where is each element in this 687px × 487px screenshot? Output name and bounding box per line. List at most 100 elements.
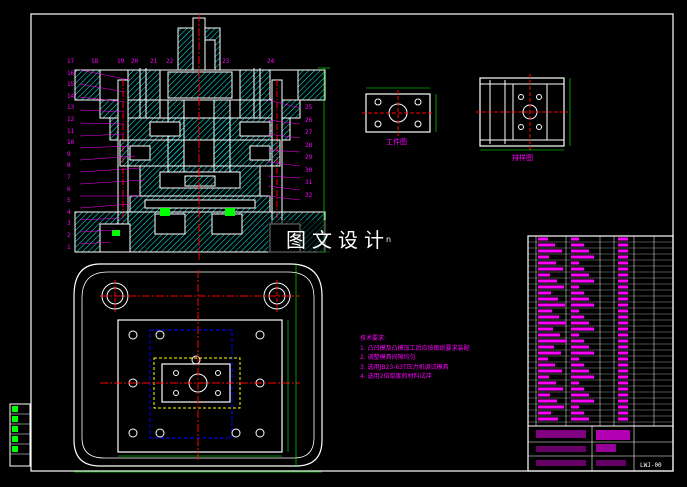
table-cell-text (571, 363, 584, 367)
table-cell-text (618, 369, 628, 373)
part-number-label: 15 (67, 81, 75, 89)
technical-note-item: 2. 调整模具间隙均匀 (360, 354, 416, 361)
table-cell-text (571, 243, 584, 247)
table-cell-text (538, 333, 560, 337)
parts-list-table (527, 235, 674, 472)
table-cell-text (538, 303, 565, 307)
part-number-label: 5 (67, 197, 71, 205)
table-cell-text (571, 315, 584, 319)
table-cell-text (618, 381, 628, 385)
table-cell-text (538, 375, 549, 379)
part-number-label: 28 (305, 141, 313, 149)
table-cell-text (538, 357, 548, 361)
part-number-label: 30 (305, 166, 313, 174)
part-number-label: 22 (166, 58, 174, 65)
table-cell-text (538, 237, 548, 241)
table-cell-text (538, 345, 554, 349)
table-cell-text (571, 351, 594, 355)
table-cell-text (618, 405, 628, 409)
table-cell-text (571, 255, 594, 259)
table-cell-text (538, 315, 559, 319)
table-cell-text (618, 291, 628, 295)
table-cell-text (538, 363, 555, 367)
die-plan-view (73, 263, 323, 473)
table-cell-text (571, 393, 589, 397)
table-cell-text (618, 237, 628, 241)
part-number-label: 6 (67, 185, 71, 193)
die-section-view (74, 14, 330, 260)
table-cell-text (538, 309, 552, 313)
table-cell-text (538, 291, 551, 295)
table-cell-text (538, 417, 558, 421)
table-cell-text (538, 261, 556, 265)
table-cell-text (538, 279, 557, 283)
part-number-label: 4 (67, 208, 71, 216)
table-cell-text (571, 405, 579, 409)
table-cell-text (618, 327, 628, 331)
part-number-label: 19 (117, 58, 125, 65)
technical-notes-title: 技术要求: (360, 335, 387, 342)
part-number-label: 27 (305, 129, 313, 136)
table-cell-text (618, 411, 628, 415)
part-number-label: 11 (67, 127, 75, 135)
part-number-label: 13 (67, 104, 75, 112)
table-cell-text (538, 399, 557, 403)
technical-note-item: 1. 凸凹模及凸模加工后应按图纸要求装配 (360, 344, 470, 352)
table-cell-text (618, 345, 628, 349)
table-cell-text (538, 273, 550, 277)
table-cell-text (571, 285, 579, 289)
table-cell-text (538, 321, 566, 325)
table-cell-text (618, 387, 628, 391)
table-cell-text (571, 327, 594, 331)
table-cell-text (571, 387, 584, 391)
table-cell-text (618, 255, 628, 259)
part-number-label: 25 (305, 104, 313, 111)
table-cell-text (571, 339, 584, 343)
table-cell-text (538, 351, 561, 355)
table-cell-text (618, 339, 628, 343)
table-cell-text (618, 417, 628, 421)
technical-notes: 技术要求: 1. 凸凹模及凸模加工后应按图纸要求装配 2. 调整模具间隙均匀 3… (360, 334, 470, 382)
table-cell-text (618, 357, 628, 361)
workpiece-view (362, 87, 437, 136)
part-number-label: 31 (305, 179, 313, 186)
part-number-label: 23 (222, 58, 230, 65)
watermark-text: 图文设计 (286, 228, 390, 252)
table-cell-text (571, 273, 589, 277)
table-cell-text (618, 393, 628, 397)
table-cell-text (618, 309, 628, 313)
table-cell-text (571, 417, 589, 421)
part-number-label: 2 (67, 232, 71, 239)
table-cell-text (571, 345, 589, 349)
table-cell-text (618, 399, 628, 403)
table-cell-text (538, 381, 556, 385)
table-cell-text (618, 333, 628, 337)
table-cell-text (538, 249, 562, 253)
table-cell-text (538, 387, 563, 391)
table-cell-text (571, 369, 589, 373)
technical-note-item: 4. 选用2倍厚度的材料试冲 (360, 373, 432, 380)
table-cell-text (538, 243, 555, 247)
part-number-label: 16 (67, 69, 75, 77)
part-number-label: 12 (67, 116, 75, 123)
table-cell-text (538, 411, 551, 415)
part-number-label: 29 (305, 154, 313, 161)
part-number-label: 14 (67, 92, 75, 100)
table-cell-text (538, 297, 558, 301)
table-cell-text (618, 261, 628, 265)
table-cell-text (618, 315, 628, 319)
part-number-label: 17 (67, 58, 75, 65)
table-cell-text (538, 327, 553, 331)
part-number-label: 24 (267, 58, 275, 65)
table-cell-text (571, 411, 584, 415)
table-cell-text (538, 285, 564, 289)
strip-layout-view (476, 74, 571, 151)
part-number-label: 7 (67, 174, 71, 181)
table-cell-text (618, 321, 628, 325)
watermark-logo: 图文设计n (268, 220, 420, 260)
part-number-label: 18 (91, 58, 99, 65)
part-number-label: 1 (67, 243, 71, 251)
table-cell-text (538, 255, 549, 259)
table-cell-text (538, 267, 563, 271)
